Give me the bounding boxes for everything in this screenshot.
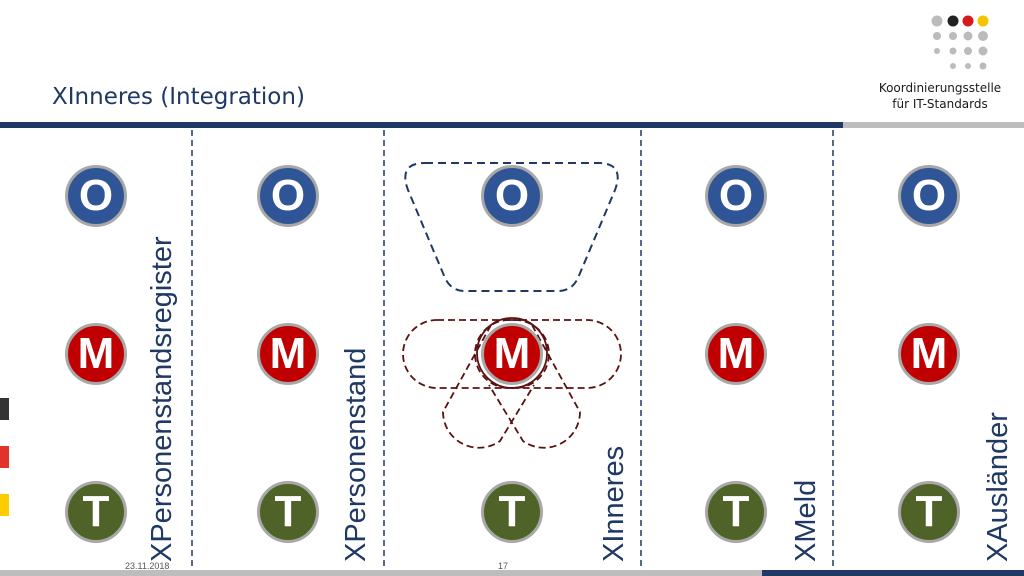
m-layer-lower-right-drop-outline — [488, 324, 581, 449]
m-layer-center-ring — [476, 317, 548, 389]
header-bar-grey — [843, 122, 1024, 128]
t-layer-circle: T — [481, 481, 543, 543]
logo-line-1: Koordinierungsstelle — [878, 81, 1002, 95]
o-layer-circle: O — [481, 165, 543, 227]
m-layer-circle: M — [65, 323, 127, 385]
t-layer-circle: T — [65, 481, 127, 543]
logo-text: Koordinierungsstelle für IT-Standards — [870, 80, 1010, 112]
logo-line-2: für IT-Standards — [892, 97, 988, 111]
header-bar — [0, 122, 843, 128]
m-layer-circle: M — [898, 323, 960, 385]
o-layer-circle: O — [898, 165, 960, 227]
footer-bar-accent — [762, 570, 1024, 576]
footer-page-number: 17 — [498, 561, 509, 571]
o-layer-circle: O — [257, 165, 319, 227]
footer-bar-grey — [0, 570, 762, 576]
o-layer-circle: O — [705, 165, 767, 227]
m-layer-left-capsule-outline — [402, 319, 550, 389]
m-layer-lower-left-drop-outline — [442, 324, 535, 449]
m-layer-right-capsule-outline — [474, 319, 622, 389]
slide-title: XInneres (Integration) — [52, 84, 305, 110]
o-layer-trapezoid-outline — [404, 162, 619, 292]
logo-dot-grid-icon — [931, 15, 989, 70]
t-layer-circle: T — [898, 481, 960, 543]
m-layer-circle: M — [481, 323, 543, 385]
flag-bar-black — [0, 398, 9, 420]
m-layer-circle: M — [257, 323, 319, 385]
m-layer-circle: M — [705, 323, 767, 385]
flag-bar-gold — [0, 494, 9, 516]
footer-date: 23.11.2018 — [125, 561, 170, 571]
flag-bar-red — [0, 446, 9, 468]
t-layer-circle: T — [257, 481, 319, 543]
o-layer-circle: O — [65, 165, 127, 227]
t-layer-circle: T — [705, 481, 767, 543]
